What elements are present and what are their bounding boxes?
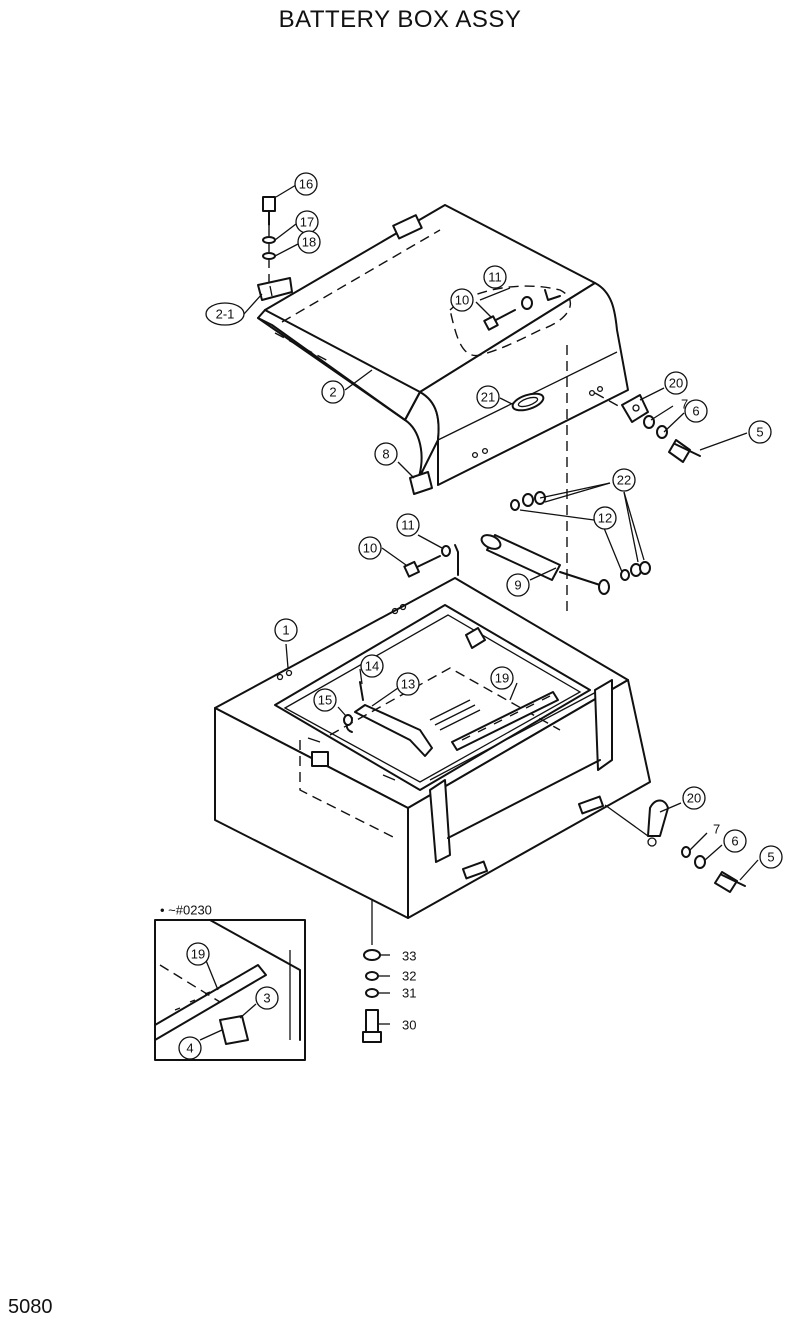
svg-text:19: 19 <box>495 671 509 686</box>
callout-22: 22 <box>612 468 636 492</box>
callout-11-upper: 11 <box>483 265 507 289</box>
callout-7-lower: 7 <box>713 822 720 837</box>
callout-5-upper: 5 <box>748 420 772 444</box>
callout-16: 16 <box>294 172 318 196</box>
callout-14: 14 <box>360 654 384 678</box>
svg-text:22: 22 <box>617 473 631 488</box>
callout-15: 15 <box>313 688 337 712</box>
svg-text:16: 16 <box>299 177 313 192</box>
svg-text:13: 13 <box>401 677 415 692</box>
callout-17: 17 <box>295 210 319 234</box>
inset-serial-label: • ~#0230 <box>160 903 212 918</box>
middle-bolt <box>403 544 459 578</box>
callout-6-upper: 6 <box>684 399 708 423</box>
callout-30: 30 <box>402 1018 416 1033</box>
svg-text:12: 12 <box>598 511 612 526</box>
cover-bolt-assembly <box>262 196 276 282</box>
callout-20-upper: 20 <box>664 371 688 395</box>
svg-text:1: 1 <box>282 623 289 638</box>
svg-text:7: 7 <box>681 397 688 412</box>
svg-text:6: 6 <box>692 404 699 419</box>
callout-9: 9 <box>506 573 530 597</box>
callout-31: 31 <box>402 986 416 1001</box>
svg-text:10: 10 <box>363 541 377 556</box>
svg-text:18: 18 <box>302 235 316 250</box>
callout-10-upper: 10 <box>450 288 474 312</box>
inset-detail <box>154 919 306 1061</box>
callout-20-lower: 20 <box>682 786 706 810</box>
svg-text:19: 19 <box>191 947 205 962</box>
callout-6-lower: 6 <box>723 829 747 853</box>
svg-text:6: 6 <box>731 834 738 849</box>
callout-18: 18 <box>297 230 321 254</box>
page-number: 5080 <box>8 1296 53 1318</box>
svg-text:32: 32 <box>402 969 416 984</box>
callout-11-middle: 11 <box>396 513 420 537</box>
bottom-fasteners <box>362 949 382 1043</box>
svg-text:20: 20 <box>687 791 701 806</box>
callout-1: 1 <box>274 618 298 642</box>
callout-4: 4 <box>178 1036 202 1060</box>
battery-box <box>214 577 651 945</box>
svg-text:5: 5 <box>767 850 774 865</box>
svg-text:4: 4 <box>186 1041 193 1056</box>
svg-text:14: 14 <box>365 659 379 674</box>
callout-33: 33 <box>402 949 416 964</box>
svg-text:21: 21 <box>481 390 495 405</box>
svg-text:30: 30 <box>402 1018 416 1033</box>
svg-text:10: 10 <box>455 293 469 308</box>
callout-21: 21 <box>476 385 500 409</box>
diagram-title: BATTERY BOX ASSY <box>278 6 522 33</box>
callout-2: 2 <box>321 380 345 404</box>
svg-text:9: 9 <box>514 578 521 593</box>
lower-latch-assembly <box>604 799 746 893</box>
svg-text:8: 8 <box>382 447 389 462</box>
callout-3: 3 <box>255 986 279 1010</box>
svg-text:5: 5 <box>756 425 763 440</box>
svg-text:31: 31 <box>402 986 416 1001</box>
battery-cover <box>257 204 629 495</box>
svg-text:3: 3 <box>263 991 270 1006</box>
callout-32: 32 <box>402 969 416 984</box>
svg-text:17: 17 <box>300 215 314 230</box>
svg-text:15: 15 <box>318 693 332 708</box>
callout-2-1: 2-1 <box>205 302 245 326</box>
svg-text:11: 11 <box>401 518 415 533</box>
callout-19-main: 19 <box>490 666 514 690</box>
gas-spring <box>480 345 651 612</box>
callout-12: 12 <box>593 506 617 530</box>
svg-text:11: 11 <box>488 270 502 285</box>
svg-text:7: 7 <box>713 822 720 837</box>
svg-text:2: 2 <box>329 385 336 400</box>
svg-text:2-1: 2-1 <box>216 307 235 322</box>
callout-13: 13 <box>396 672 420 696</box>
callout-10-middle: 10 <box>358 536 382 560</box>
svg-text:33: 33 <box>402 949 416 964</box>
upper-hinge-assembly <box>594 392 701 463</box>
callout-7-upper: 7 <box>681 397 688 412</box>
callout-leaders <box>199 184 759 1041</box>
callout-5-lower: 5 <box>759 845 783 869</box>
svg-text:20: 20 <box>669 376 683 391</box>
callout-8: 8 <box>374 442 398 466</box>
callout-19-inset: 19 <box>186 942 210 966</box>
